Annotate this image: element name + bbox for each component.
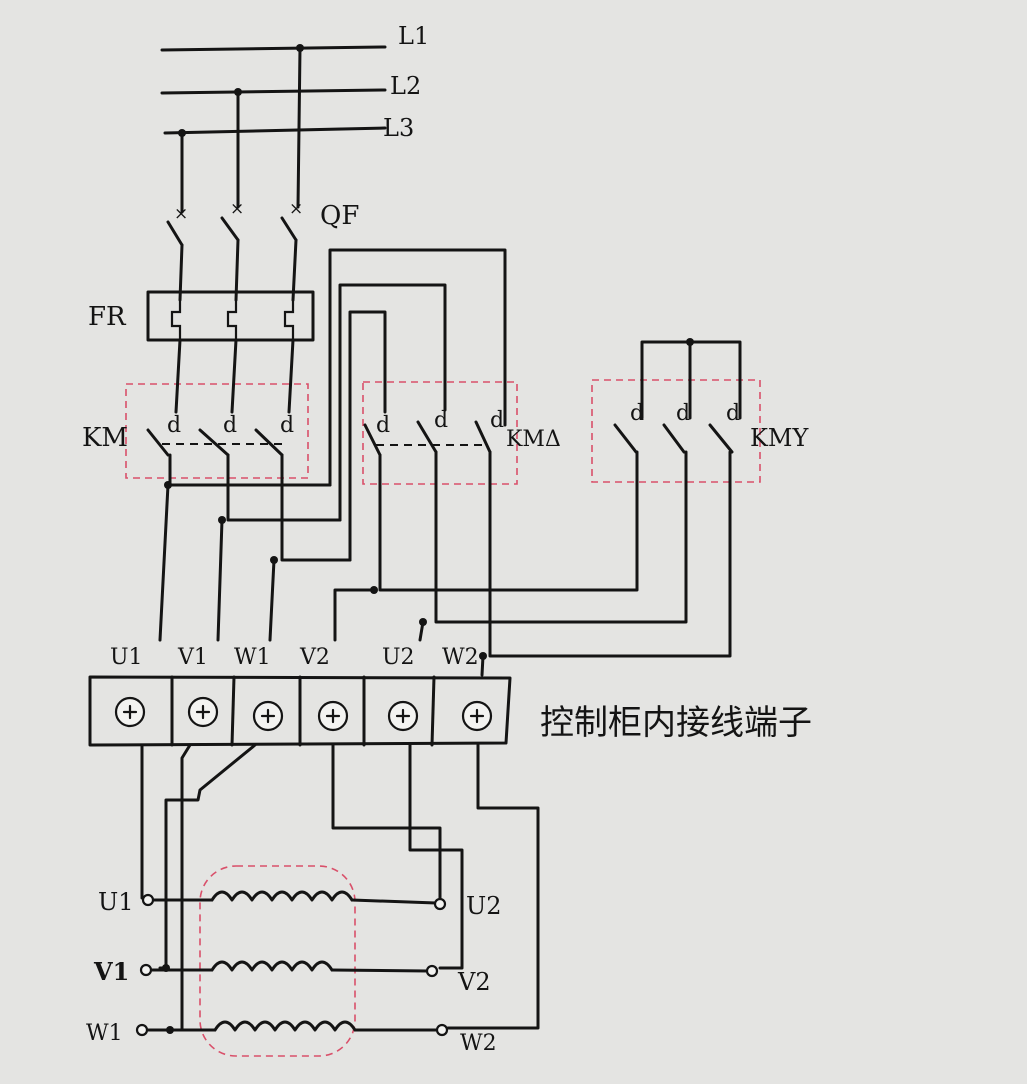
breaker-qf: × × × QF (166, 46, 359, 247)
contactor-km-delta-label: KMΔ (506, 427, 561, 452)
supply-label-l2: L2 (390, 72, 421, 100)
block-top-label-4: V2 (299, 645, 330, 670)
screw-icon (387, 700, 419, 732)
svg-text:d: d (676, 401, 690, 426)
block-top-label-1: U1 (110, 645, 143, 670)
block-top-label-5: U2 (382, 645, 415, 670)
svg-text:d: d (726, 401, 740, 426)
screw-icon (461, 700, 493, 732)
screw-icon (114, 696, 146, 728)
svg-text:d: d (167, 413, 181, 438)
motor-label-v2: V2 (457, 968, 491, 996)
contactor-kmy-label: KMY (750, 424, 810, 452)
terminal-block: U1 V1 W1 V2 U2 W2 控制柜内接线端子 (88, 645, 812, 747)
block-top-label-3: W1 (234, 645, 271, 670)
contactor-km-label: KM (82, 423, 128, 453)
power-wiring (158, 450, 732, 677)
motor-label-v1: V1 (93, 957, 129, 986)
relay-label: FR (88, 302, 127, 332)
svg-text:d: d (434, 408, 448, 433)
svg-text:×: × (289, 199, 303, 219)
block-top-label-6: W2 (442, 645, 479, 670)
motor-label-u2: U2 (466, 892, 502, 920)
svg-text:d: d (490, 408, 504, 433)
contactor-kmy: d d d KMY (591, 338, 810, 483)
contactor-km: d d d KM (82, 338, 309, 479)
motor-label-u1: U1 (98, 888, 134, 916)
svg-text:×: × (230, 199, 244, 219)
overload-relay-fr: FR (88, 238, 315, 342)
supply-label-l3: L3 (383, 114, 414, 142)
svg-text:d: d (280, 413, 294, 438)
contactor-km-delta: d d d KMΔ (328, 248, 561, 562)
block-top-label-2: V1 (177, 645, 208, 670)
svg-text:d: d (223, 413, 237, 438)
supply-label-l1: L1 (398, 22, 429, 50)
screw-icon (252, 700, 284, 732)
svg-text:d: d (630, 401, 644, 426)
screw-icon (317, 700, 349, 732)
motor-label-w2: W2 (460, 1031, 497, 1056)
screw-icon (187, 696, 219, 728)
motor: U1 V1 W1 U2 V2 W2 (86, 865, 502, 1057)
terminal-block-caption: 控制柜内接线端子 (540, 703, 812, 743)
svg-text:×: × (174, 204, 188, 224)
breaker-label: QF (320, 201, 359, 231)
motor-label-w1: W1 (86, 1021, 123, 1046)
svg-text:d: d (376, 413, 390, 438)
supply-lines: L1 L2 L3 (160, 22, 429, 142)
